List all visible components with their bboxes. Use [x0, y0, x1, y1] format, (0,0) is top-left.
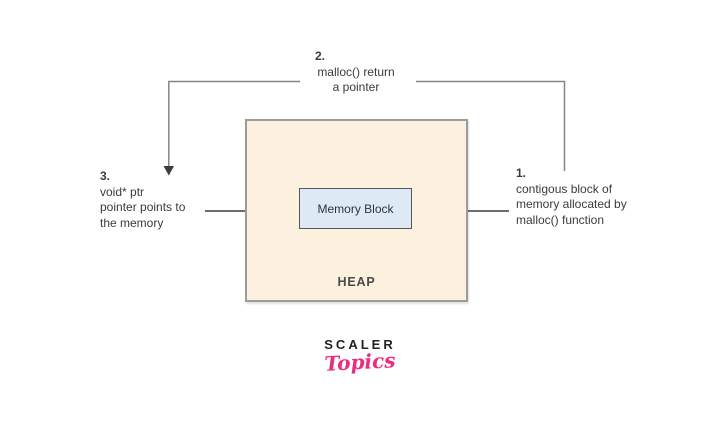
step1-line-3: malloc() function — [516, 212, 605, 227]
step2-label: 2. malloc() return a pointer — [280, 49, 432, 96]
step3-number: 3. — [100, 169, 111, 183]
step1-label: 1. contigous block of memory allocated b… — [516, 166, 656, 228]
step3-line-1: void* ptr — [100, 184, 145, 199]
step1-number: 1. — [516, 166, 527, 180]
step2-number: 2. — [315, 49, 326, 63]
step2-line-1: malloc() return — [317, 64, 395, 79]
step1-line-1: contigous block of — [516, 181, 613, 196]
step3-line-3: the memory — [100, 215, 164, 230]
memory-block: Memory Block — [299, 188, 412, 229]
heap-label: HEAP — [337, 275, 376, 289]
step1-line-2: memory allocated by — [516, 197, 627, 211]
step2-line-2: a pointer — [332, 80, 380, 94]
step3-label: 3. void* ptr pointer points to the memor… — [100, 169, 220, 231]
memory-block-label: Memory Block — [317, 201, 394, 216]
scaler-topics-logo: SCALER Topics — [285, 337, 435, 376]
logo-brand-text: SCALER — [324, 337, 396, 352]
step3-line-2: pointer points to — [100, 200, 186, 214]
